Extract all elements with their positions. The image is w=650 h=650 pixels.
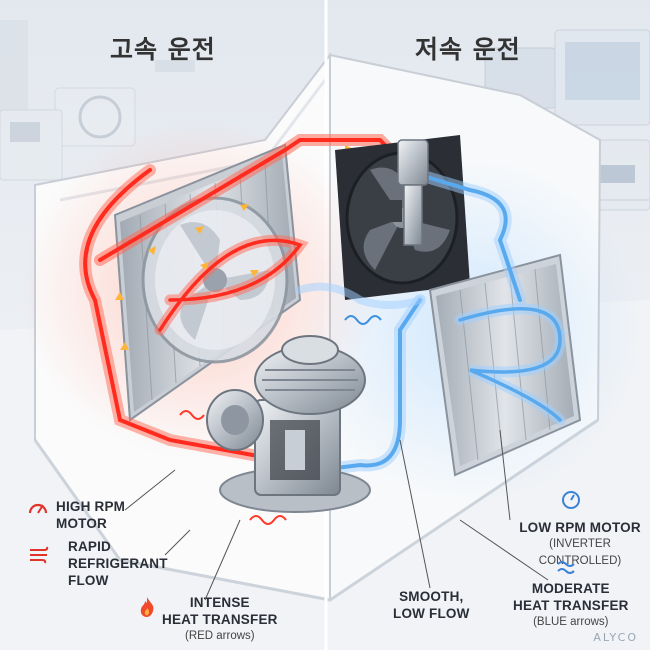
label-high-rpm-line2: MOTOR	[56, 516, 107, 531]
cold-refrigerant-lines	[296, 169, 566, 476]
background-lab-left	[0, 20, 195, 181]
label-rapid-line2: REFRIGERANT	[68, 556, 168, 571]
cold-waves	[344, 315, 382, 325]
label-low-rpm-line2: (INVERTER CONTROLLED)	[538, 538, 622, 567]
label-moderate-line3: (BLUE arrows)	[533, 616, 609, 628]
label-high-rpm-line1: HIGH RPM	[56, 499, 126, 514]
label-smooth-low-flow: SMOOTH, LOW FLOW	[393, 588, 470, 622]
wind-lines-icon	[30, 546, 49, 564]
label-intense-heat-transfer: INTENSE HEAT TRANSFER (RED arrows)	[162, 594, 278, 645]
label-rapid-line3: FLOW	[68, 573, 109, 588]
label-rapid-line1: RAPID	[68, 539, 112, 554]
title-high-speed: 고속 운전	[110, 35, 216, 64]
label-intense-line2: HEAT TRANSFER	[162, 612, 278, 627]
label-moderate-heat-transfer: MODERATE HEAT TRANSFER (BLUE arrows)	[513, 580, 629, 631]
label-rapid-refrigerant-flow: RAPID REFRIGERANT FLOW	[68, 538, 168, 589]
label-moderate-line1: MODERATE	[531, 581, 610, 596]
label-low-rpm-motor: LOW RPM MOTOR (INVERTER CONTROLLED)	[510, 519, 650, 570]
expansion-valve	[380, 139, 429, 246]
gauge-icon	[28, 503, 48, 514]
gauge-icon	[562, 491, 580, 509]
heat-wave-icon	[557, 561, 575, 574]
label-smooth-line1: SMOOTH,	[399, 589, 464, 604]
title-low-speed: 저속 운전	[415, 35, 521, 64]
label-high-rpm-motor: HIGH RPM MOTOR	[56, 498, 125, 532]
compressor	[206, 335, 371, 513]
flame-icon	[140, 597, 154, 617]
red-flow-arrows	[115, 145, 354, 350]
label-smooth-line2: LOW FLOW	[393, 606, 470, 621]
label-intense-line1: INTENSE	[189, 595, 250, 610]
label-moderate-line2: HEAT TRANSFER	[513, 598, 629, 613]
label-low-rpm-line1: LOW RPM MOTOR	[519, 520, 641, 535]
label-intense-line3: (RED arrows)	[184, 630, 255, 642]
heat-waves	[179, 410, 287, 525]
watermark: ALYCO	[593, 631, 638, 644]
